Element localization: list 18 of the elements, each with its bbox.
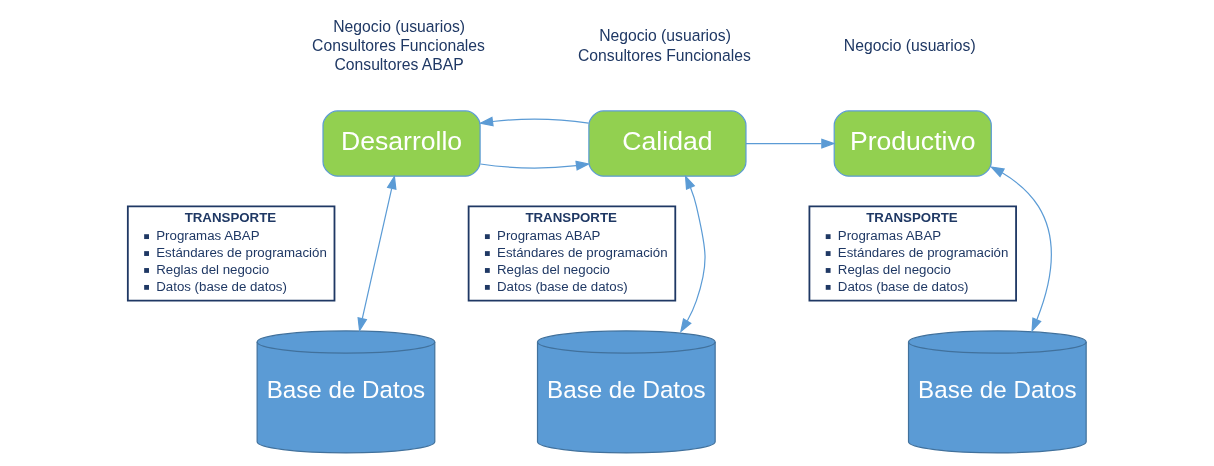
node-box: TRANSPORTE Programas ABAP Estándares de programación Reglas del negocio Datos (base de datos)	[467, 205, 677, 302]
node-box: Calidad	[588, 110, 747, 177]
node-box: Productivo	[833, 110, 992, 177]
node-label: Consultores Funcionales	[312, 37, 485, 54]
node-label: Negocio (usuarios)	[843, 37, 976, 54]
node-label: Consultores ABAP	[334, 56, 464, 74]
node-label: Negocio (usuarios)	[333, 17, 466, 35]
node-box: TRANSPORTE Programas ABAP Estándares de programación Reglas del negocio Datos (base de datos)	[126, 205, 336, 302]
arrow	[479, 160, 591, 171]
arrow	[478, 116, 590, 127]
arrow	[745, 138, 836, 149]
node-label: Consultores Funcionales	[578, 46, 751, 64]
node-box: Desarrollo	[322, 110, 481, 177]
node-box: TRANSPORTE Programas ABAP Estándares de programación Reglas del negocio Datos (base de datos)	[808, 205, 1017, 302]
arrow	[679, 174, 706, 333]
node-label: Negocio (usuarios)	[599, 27, 731, 45]
arrow	[357, 174, 397, 333]
arrow	[989, 166, 1052, 333]
